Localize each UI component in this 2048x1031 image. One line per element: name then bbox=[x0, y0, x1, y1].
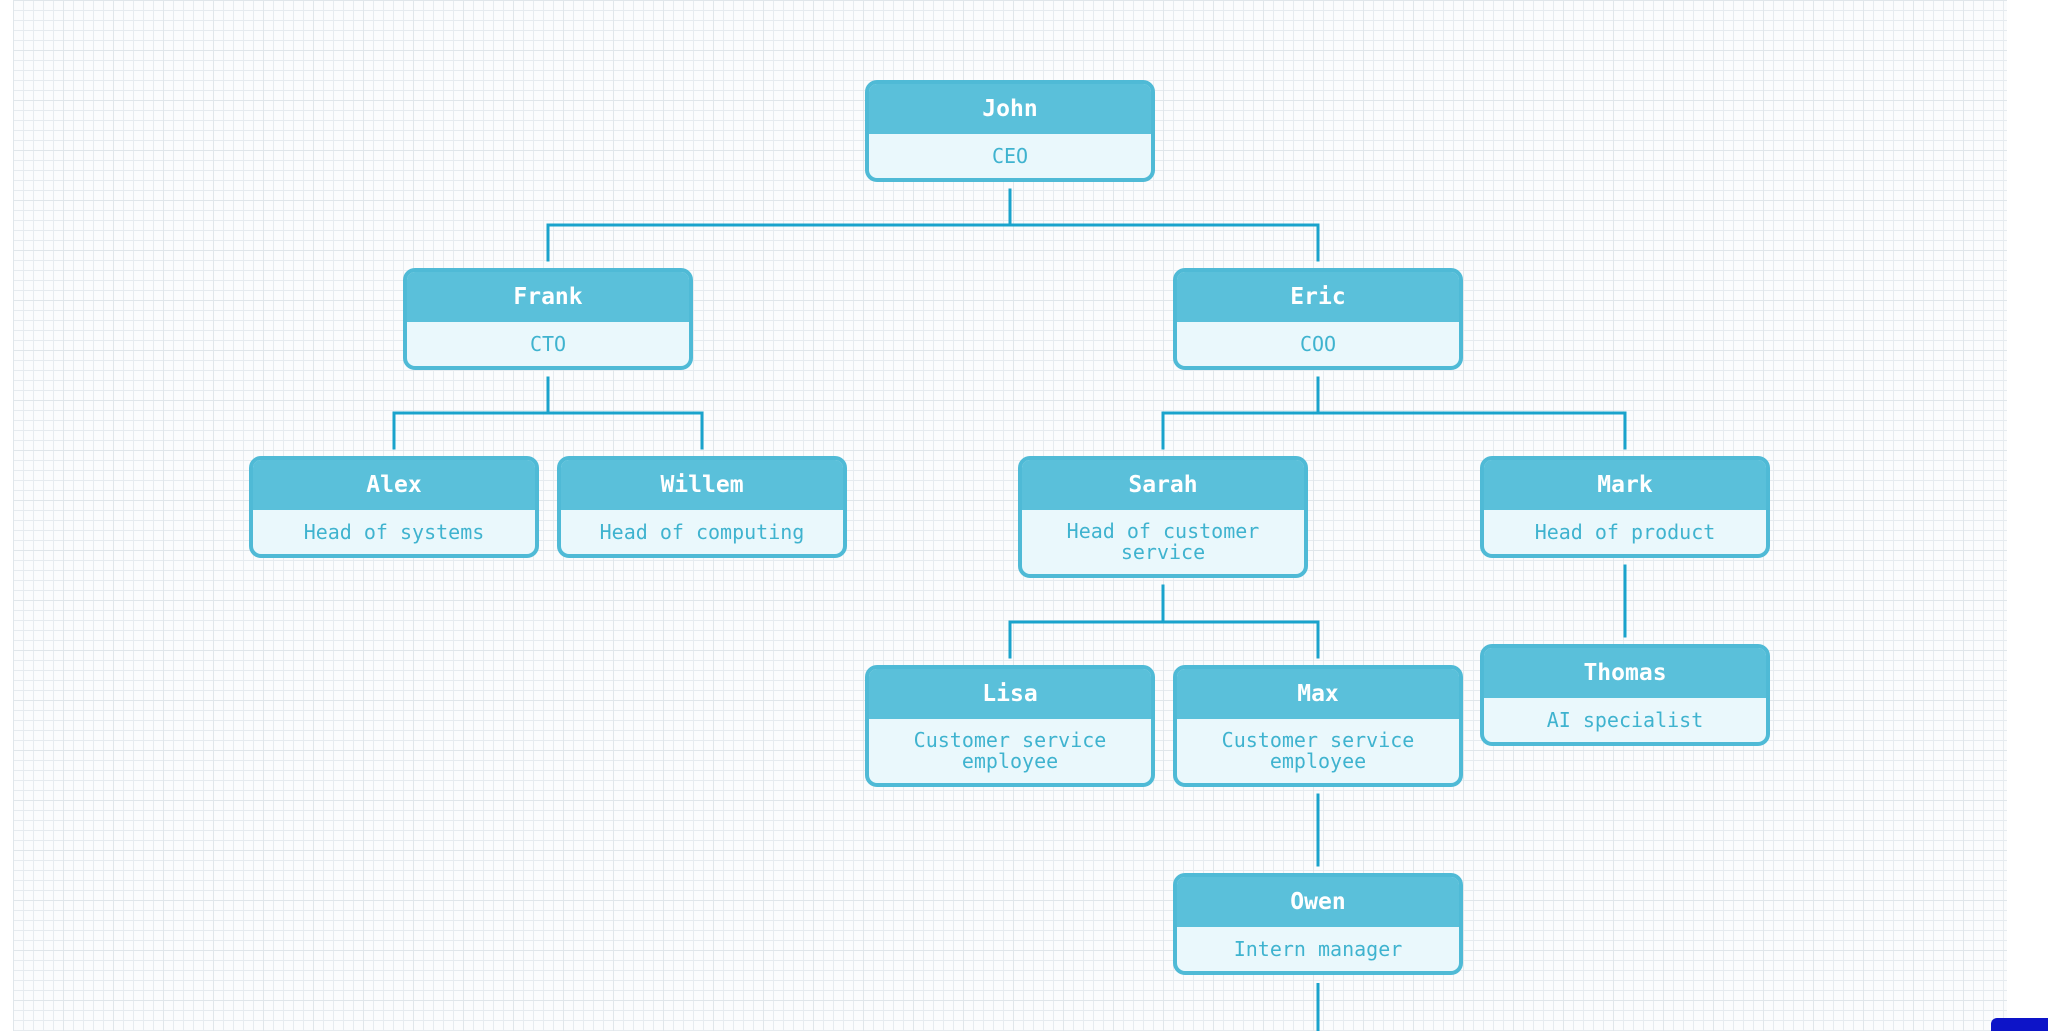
node-role: CTO bbox=[529, 331, 567, 356]
node-name: Willem bbox=[561, 460, 843, 510]
node-role: Head of systems bbox=[303, 519, 485, 544]
node-john[interactable]: John CEO bbox=[865, 80, 1155, 182]
node-role: Head of computing bbox=[599, 519, 805, 544]
node-eric[interactable]: Eric COO bbox=[1173, 268, 1463, 370]
node-frank[interactable]: Frank CTO bbox=[403, 268, 693, 370]
node-max[interactable]: Max Customer service employee bbox=[1173, 665, 1463, 787]
node-name: Max bbox=[1177, 669, 1459, 719]
node-name: Thomas bbox=[1484, 648, 1766, 698]
node-name: John bbox=[869, 84, 1151, 134]
node-role: Customer service employee bbox=[913, 728, 1107, 773]
node-name: Mark bbox=[1484, 460, 1766, 510]
node-name: Frank bbox=[407, 272, 689, 322]
node-name: Alex bbox=[253, 460, 535, 510]
node-role: CEO bbox=[991, 143, 1029, 168]
node-role: Customer service employee bbox=[1221, 728, 1415, 773]
node-name: Owen bbox=[1177, 877, 1459, 927]
node-alex[interactable]: Alex Head of systems bbox=[249, 456, 539, 558]
node-name: Sarah bbox=[1022, 460, 1304, 510]
node-role: Head of product bbox=[1534, 519, 1716, 544]
node-willem[interactable]: Willem Head of computing bbox=[557, 456, 847, 558]
node-role: COO bbox=[1299, 331, 1337, 356]
node-mark[interactable]: Mark Head of product bbox=[1480, 456, 1770, 558]
node-role: AI specialist bbox=[1546, 707, 1704, 732]
node-name: Eric bbox=[1177, 272, 1459, 322]
node-role: Intern manager bbox=[1233, 936, 1403, 961]
node-name: Lisa bbox=[869, 669, 1151, 719]
node-owen[interactable]: Owen Intern manager bbox=[1173, 873, 1463, 975]
corner-badge[interactable] bbox=[1991, 1018, 2048, 1031]
node-sarah[interactable]: Sarah Head of customer service bbox=[1018, 456, 1308, 578]
node-role: Head of customer service bbox=[1066, 519, 1260, 564]
node-lisa[interactable]: Lisa Customer service employee bbox=[865, 665, 1155, 787]
node-thomas[interactable]: Thomas AI specialist bbox=[1480, 644, 1770, 746]
